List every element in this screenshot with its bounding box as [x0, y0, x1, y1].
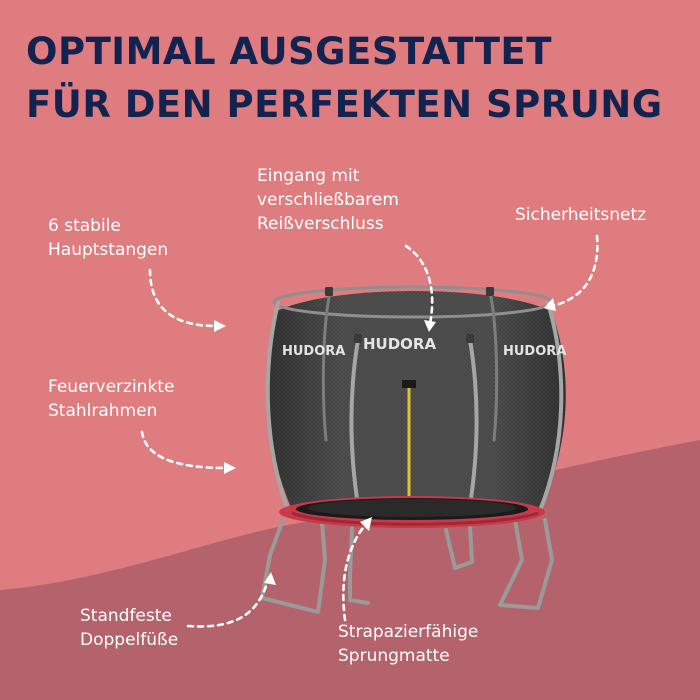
callout-poles: 6 stabile Hauptstangen	[48, 214, 168, 262]
callout-mat-line-1: Strapazierfähige	[338, 622, 479, 642]
brand-print-center: HUDORA	[363, 335, 436, 353]
callout-feet-line-1: Standfeste	[80, 606, 172, 626]
callout-feet: Standfeste Doppelfüße	[80, 604, 178, 652]
arrow-mat-icon	[342, 522, 368, 622]
headline-line-1: OPTIMAL AUSGESTATTET	[26, 30, 552, 73]
callout-frame-line-1: Feuerverzinkte	[48, 377, 175, 397]
callout-poles-line-1: 6 stabile	[48, 216, 121, 236]
callout-net: Sicherheitsnetz	[515, 203, 646, 227]
callout-net-line-1: Sicherheitsnetz	[515, 205, 647, 225]
headline-line-2: FÜR DEN PERFEKTEN SPRUNG	[26, 83, 663, 126]
callout-mat-line-2: Sprungmatte	[338, 646, 450, 666]
double-feet	[260, 518, 554, 614]
main-poles	[265, 290, 564, 520]
brand-print-right: HUDORA	[503, 344, 566, 359]
callout-entrance-line-3: Reißverschluss	[257, 214, 384, 234]
arrow-feet-icon	[186, 578, 270, 628]
brand-print-left: HUDORA	[282, 344, 345, 359]
callout-mat: Strapazierfähige Sprungmatte	[338, 620, 478, 668]
zipper-entrance	[402, 380, 416, 512]
arrow-frame-icon	[140, 430, 228, 470]
callout-poles-line-2: Hauptstangen	[48, 240, 169, 260]
callout-entrance: Eingang mit verschließbarem Reißverschlu…	[257, 164, 399, 236]
arrow-poles-icon	[148, 268, 218, 328]
callout-entrance-line-2: verschließbarem	[257, 190, 399, 210]
jump-mat	[308, 499, 516, 517]
arrow-entrance-icon	[404, 244, 434, 326]
arrow-net-icon	[550, 234, 599, 308]
callout-frame: Feuerverzinkte Stahlrahmen	[48, 375, 174, 423]
callout-entrance-line-1: Eingang mit	[257, 166, 360, 186]
callout-feet-line-2: Doppelfüße	[80, 630, 179, 650]
callout-frame-line-2: Stahlrahmen	[48, 401, 158, 421]
